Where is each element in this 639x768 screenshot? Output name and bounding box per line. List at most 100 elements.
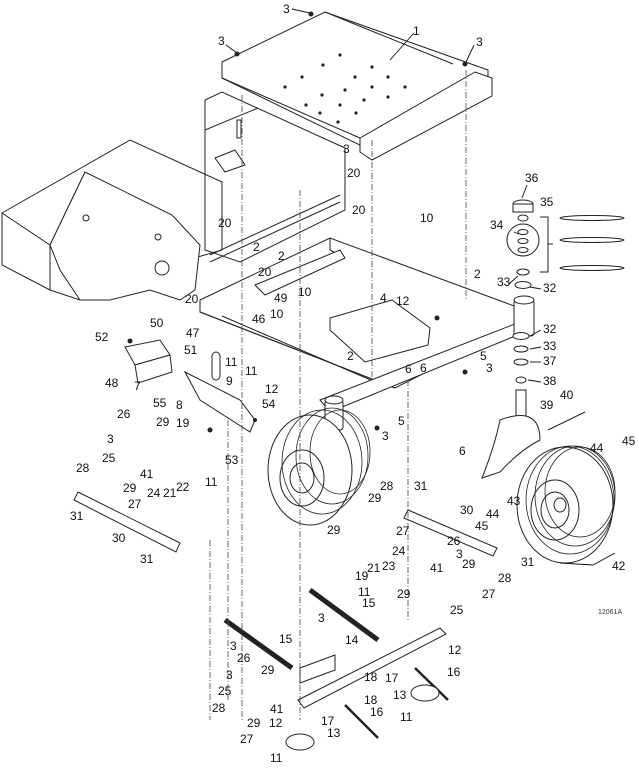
leader-lines <box>225 8 616 566</box>
callout-5: 5 <box>480 349 487 363</box>
callout-18: 18 <box>364 670 378 684</box>
callout-26: 26 <box>117 407 131 421</box>
callout-11: 11 <box>225 355 238 369</box>
callout-2: 2 <box>278 249 285 263</box>
callout-18: 18 <box>364 693 378 707</box>
callout-44: 44 <box>590 441 604 455</box>
callout-19: 19 <box>355 569 369 583</box>
hardware-dots <box>127 11 468 433</box>
callout-24: 24 <box>147 486 161 500</box>
callout-25: 25 <box>218 684 232 698</box>
callout-3: 3 <box>486 361 493 375</box>
callout-2: 2 <box>347 349 354 363</box>
callout-46: 46 <box>252 312 266 326</box>
callout-40: 40 <box>560 388 574 402</box>
callout-13: 13 <box>327 726 341 740</box>
callout-12: 12 <box>265 382 279 396</box>
caster-fork-part <box>481 389 586 479</box>
callout-10: 10 <box>298 285 312 299</box>
callout-10: 10 <box>270 307 284 321</box>
caster-wheel-right <box>516 445 616 564</box>
callout-15: 15 <box>279 632 293 646</box>
callout-47: 47 <box>186 326 200 340</box>
callout-19: 19 <box>176 416 190 430</box>
callout-54: 54 <box>262 397 276 411</box>
callout-27: 27 <box>240 732 254 746</box>
callout-43: 43 <box>507 494 521 508</box>
callout-21: 21 <box>163 486 177 500</box>
caster-bearing-stack <box>506 199 625 384</box>
callout-2: 2 <box>474 267 481 281</box>
callout-45: 45 <box>475 519 489 533</box>
center-lines <box>209 70 467 720</box>
callout-3: 3 <box>343 142 350 156</box>
callout-29: 29 <box>327 523 341 537</box>
callout-45: 45 <box>622 434 636 448</box>
callout-5: 5 <box>398 414 405 428</box>
callout-27: 27 <box>128 497 142 511</box>
callout-20: 20 <box>185 292 199 306</box>
callout-32: 32 <box>543 322 557 336</box>
hitch-arm-assembly <box>124 339 256 433</box>
callout-29: 29 <box>123 481 137 495</box>
callout-3: 3 <box>107 432 114 446</box>
callout-12: 12 <box>448 643 462 657</box>
callout-20: 20 <box>347 166 361 180</box>
callout-31: 31 <box>414 479 428 493</box>
callout-29: 29 <box>368 491 382 505</box>
callout-30: 30 <box>460 503 474 517</box>
callout-11: 11 <box>400 710 413 724</box>
callout-16: 16 <box>447 665 461 679</box>
callout-24: 24 <box>392 544 406 558</box>
bracket-plate-part <box>329 299 431 363</box>
callout-49: 49 <box>274 291 288 305</box>
callout-4: 4 <box>380 291 387 305</box>
callout-35: 35 <box>540 195 554 209</box>
callout-3: 3 <box>218 34 225 48</box>
callout-32: 32 <box>543 281 557 295</box>
callout-29: 29 <box>261 663 275 677</box>
callout-50: 50 <box>150 316 164 330</box>
callout-28: 28 <box>380 479 394 493</box>
callout-11: 11 <box>205 475 218 489</box>
callout-28: 28 <box>76 461 90 475</box>
callout-9: 9 <box>226 374 233 388</box>
seat-plate <box>221 11 493 161</box>
callout-29: 29 <box>397 587 411 601</box>
callout-21: 21 <box>367 561 381 575</box>
callout-28: 28 <box>498 571 512 585</box>
callout-42: 42 <box>612 559 626 573</box>
callout-6: 6 <box>405 362 412 376</box>
callout-3: 3 <box>318 611 325 625</box>
callout-3: 3 <box>456 547 463 561</box>
rear-body <box>1 139 223 301</box>
callout-15: 15 <box>362 596 376 610</box>
long-bolt-16a <box>344 704 379 739</box>
callout-48: 48 <box>105 376 119 390</box>
callout-1: 1 <box>413 24 420 38</box>
callout-41: 41 <box>430 561 444 575</box>
springs <box>223 587 380 671</box>
callouts: 3 3 3 1 3 20 20 20 20 20 2 2 49 46 10 10… <box>70 2 636 765</box>
callout-16: 16 <box>370 705 384 719</box>
callout-20: 20 <box>352 203 366 217</box>
callout-53: 53 <box>225 453 239 467</box>
callout-33: 33 <box>497 275 511 289</box>
callout-41: 41 <box>140 467 154 481</box>
callout-52: 52 <box>95 330 109 344</box>
callout-44: 44 <box>486 507 500 521</box>
callout-2: 2 <box>253 240 260 254</box>
callout-11: 11 <box>358 585 371 599</box>
callout-26: 26 <box>237 651 251 665</box>
callout-37: 37 <box>543 354 557 368</box>
callout-11: 11 <box>270 751 283 765</box>
plate-13b <box>410 684 440 702</box>
callout-6: 6 <box>420 361 427 375</box>
callout-11: 11 <box>245 364 258 378</box>
callout-29: 29 <box>247 716 261 730</box>
caster-pivots <box>324 295 535 431</box>
callout-7: 7 <box>134 379 141 393</box>
callout-29: 29 <box>462 557 476 571</box>
callout-29: 29 <box>156 415 170 429</box>
callout-13: 13 <box>393 688 407 702</box>
